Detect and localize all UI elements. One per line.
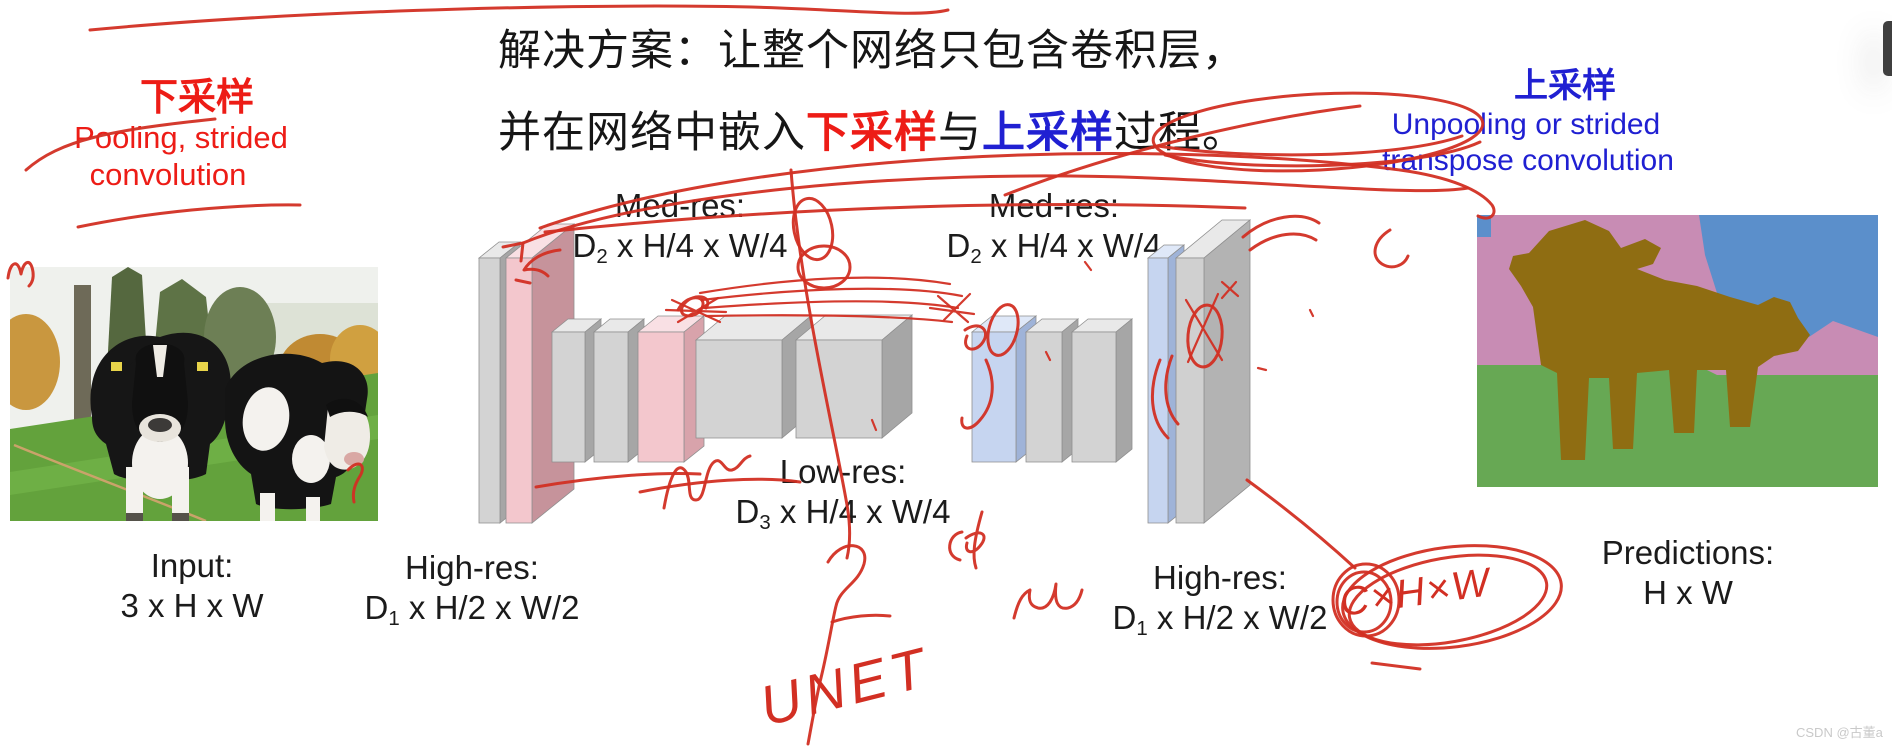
network-block-face	[593, 331, 629, 463]
network-block-face	[1167, 244, 1185, 524]
label-med-res-right: Med-res: D2 x H/4 x W/4	[946, 187, 1162, 269]
network-block-face	[1070, 318, 1134, 333]
network-block-face	[499, 241, 521, 524]
network-block-face	[1071, 331, 1117, 463]
network-block-face	[881, 314, 913, 439]
network-block-face	[550, 318, 603, 333]
photo-autumn-tree	[10, 314, 60, 410]
network-block-face	[551, 331, 586, 463]
label-med-res-left: Med-res: D2 x H/4 x W/4	[572, 187, 788, 269]
network-block-face	[1024, 318, 1080, 333]
headline-upsample-term: 上采样	[982, 109, 1114, 157]
network-block-face	[1175, 257, 1205, 524]
upsample-line2: transpose convolution	[1382, 144, 1674, 177]
network-block-face	[505, 257, 533, 524]
downsample-heading: 下采样	[139, 77, 255, 119]
network-block-face	[1203, 219, 1251, 524]
network-block-face	[695, 339, 783, 439]
headline-line2-mid: 与	[938, 109, 982, 157]
headline-line2: 并在网络中嵌入下采样与上采样过程。	[498, 98, 1246, 160]
network-block-face	[694, 314, 814, 341]
network-block-face	[504, 223, 576, 259]
network-block-face	[1015, 315, 1037, 463]
network-block-face	[1025, 331, 1063, 463]
upsample-line1: Unpooling or strided	[1391, 108, 1661, 141]
network-block-face	[531, 223, 575, 524]
prediction-map	[1477, 215, 1878, 487]
network-block-face	[1115, 318, 1133, 463]
network-block-face	[636, 315, 706, 333]
network-block-face	[970, 315, 1038, 333]
headline-line2-post: 过程。	[1114, 109, 1246, 157]
network-block-face	[795, 339, 883, 439]
label-high-res-left: High-res: D1 x H/2 x W/2	[364, 549, 580, 631]
scrollbar-thumb[interactable]	[1883, 21, 1892, 76]
downsample-line1: Pooling, strided	[74, 120, 288, 155]
handwriting-unet: UNET	[754, 635, 937, 738]
headline-downsample-term: 下采样	[806, 109, 938, 157]
input-photo	[10, 267, 378, 521]
headline-line2-pre: 并在网络中嵌入	[498, 109, 806, 157]
watermark: CSDN @古董a	[1796, 725, 1883, 740]
network-block-face	[637, 331, 685, 463]
photo-cow-right	[225, 353, 371, 521]
handwriting-chw: C×H×W	[1337, 560, 1495, 625]
label-low-res: Low-res: D3 x H/4 x W/4	[735, 453, 951, 535]
seg-sky-corner	[1477, 215, 1491, 237]
network-block-face	[1174, 219, 1252, 259]
network-block-face	[478, 257, 501, 524]
network-block-face	[477, 241, 522, 259]
label-predictions: Predictions: H x W	[1601, 534, 1775, 611]
network-block-face	[683, 315, 705, 463]
network-block-face	[971, 331, 1017, 463]
downsample-line2: convolution	[89, 157, 247, 192]
network-block-face	[592, 318, 646, 333]
network-block-face	[584, 318, 602, 463]
network-block-face	[627, 318, 645, 463]
network-block-face	[794, 314, 914, 341]
label-high-res-right: High-res: D1 x H/2 x W/2	[1112, 559, 1328, 641]
network-block-face	[1061, 318, 1079, 463]
network-block-face	[781, 314, 813, 439]
photo-cow-left	[90, 332, 231, 521]
label-input: Input: 3 x H x W	[120, 547, 264, 624]
headline-line1: 解决方案：让整个网络只包含卷积层，	[498, 27, 1246, 75]
seg-cows-region	[1509, 220, 1810, 460]
upsample-heading: 上采样	[1514, 67, 1616, 105]
photo-trunk	[74, 285, 91, 423]
network-block-face	[1147, 257, 1169, 524]
